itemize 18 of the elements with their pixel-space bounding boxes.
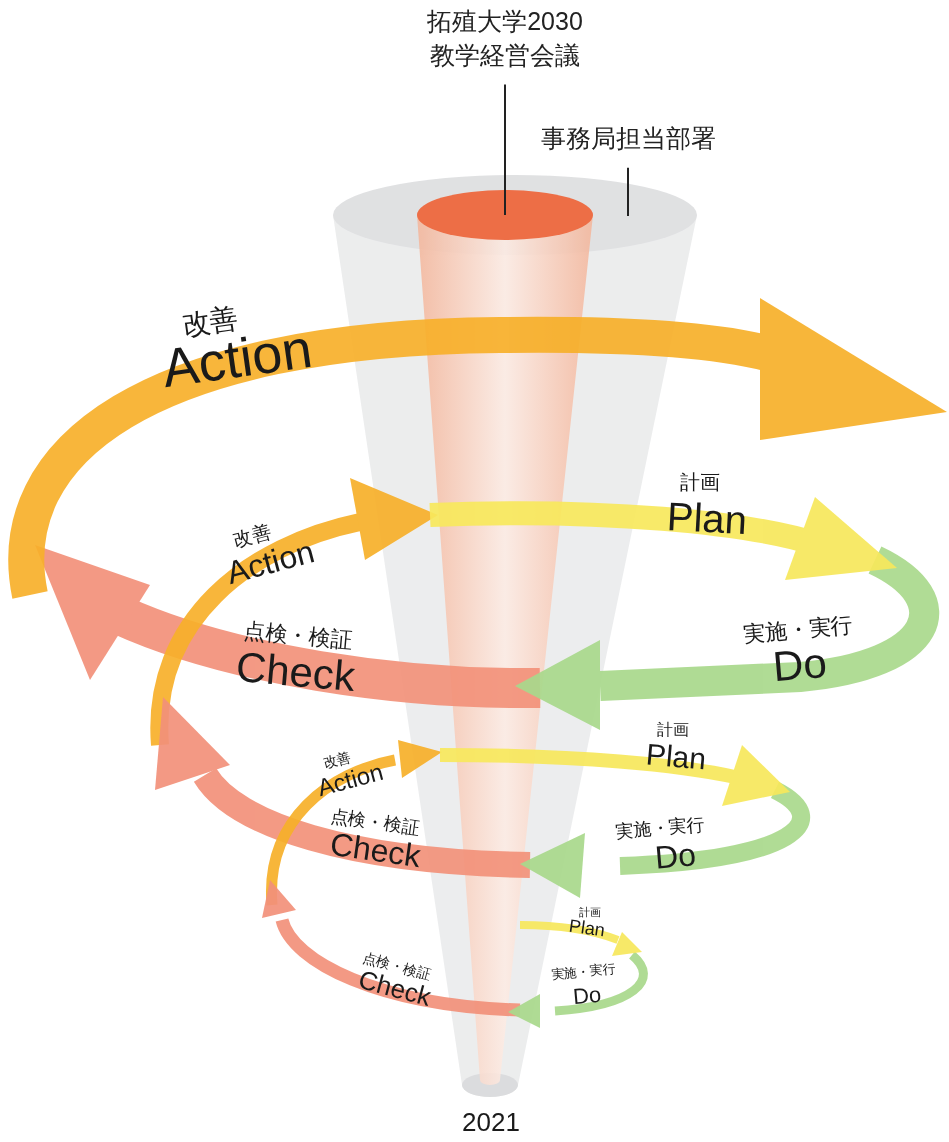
japanese-step-label: 改善 — [231, 520, 273, 550]
japanese-step-label: 計画 — [657, 722, 689, 738]
step-label: Do — [572, 983, 603, 1009]
committee-label: 拓殖大学2030教学経営会議 — [422, 5, 588, 73]
japanese-step-label: 改善 — [321, 749, 353, 771]
step-label: Do — [653, 838, 697, 874]
japanese-step-label: 実施・実行 — [550, 961, 616, 981]
year-label: 2021 — [462, 1109, 520, 1135]
japanese-step-label: 改善 — [180, 304, 240, 340]
leader-line — [627, 166, 629, 217]
japanese-step-label: 計画 — [579, 906, 601, 918]
step-label: Plan — [666, 495, 749, 541]
department-label: 事務局担当部署 — [528, 122, 728, 156]
japanese-step-label: 点検・検証 — [242, 620, 354, 652]
leader-line — [504, 83, 506, 216]
step-label: Plan — [644, 739, 708, 775]
japanese-step-label: 実施・実行 — [614, 815, 706, 841]
japanese-step-label: 計画 — [680, 472, 720, 492]
